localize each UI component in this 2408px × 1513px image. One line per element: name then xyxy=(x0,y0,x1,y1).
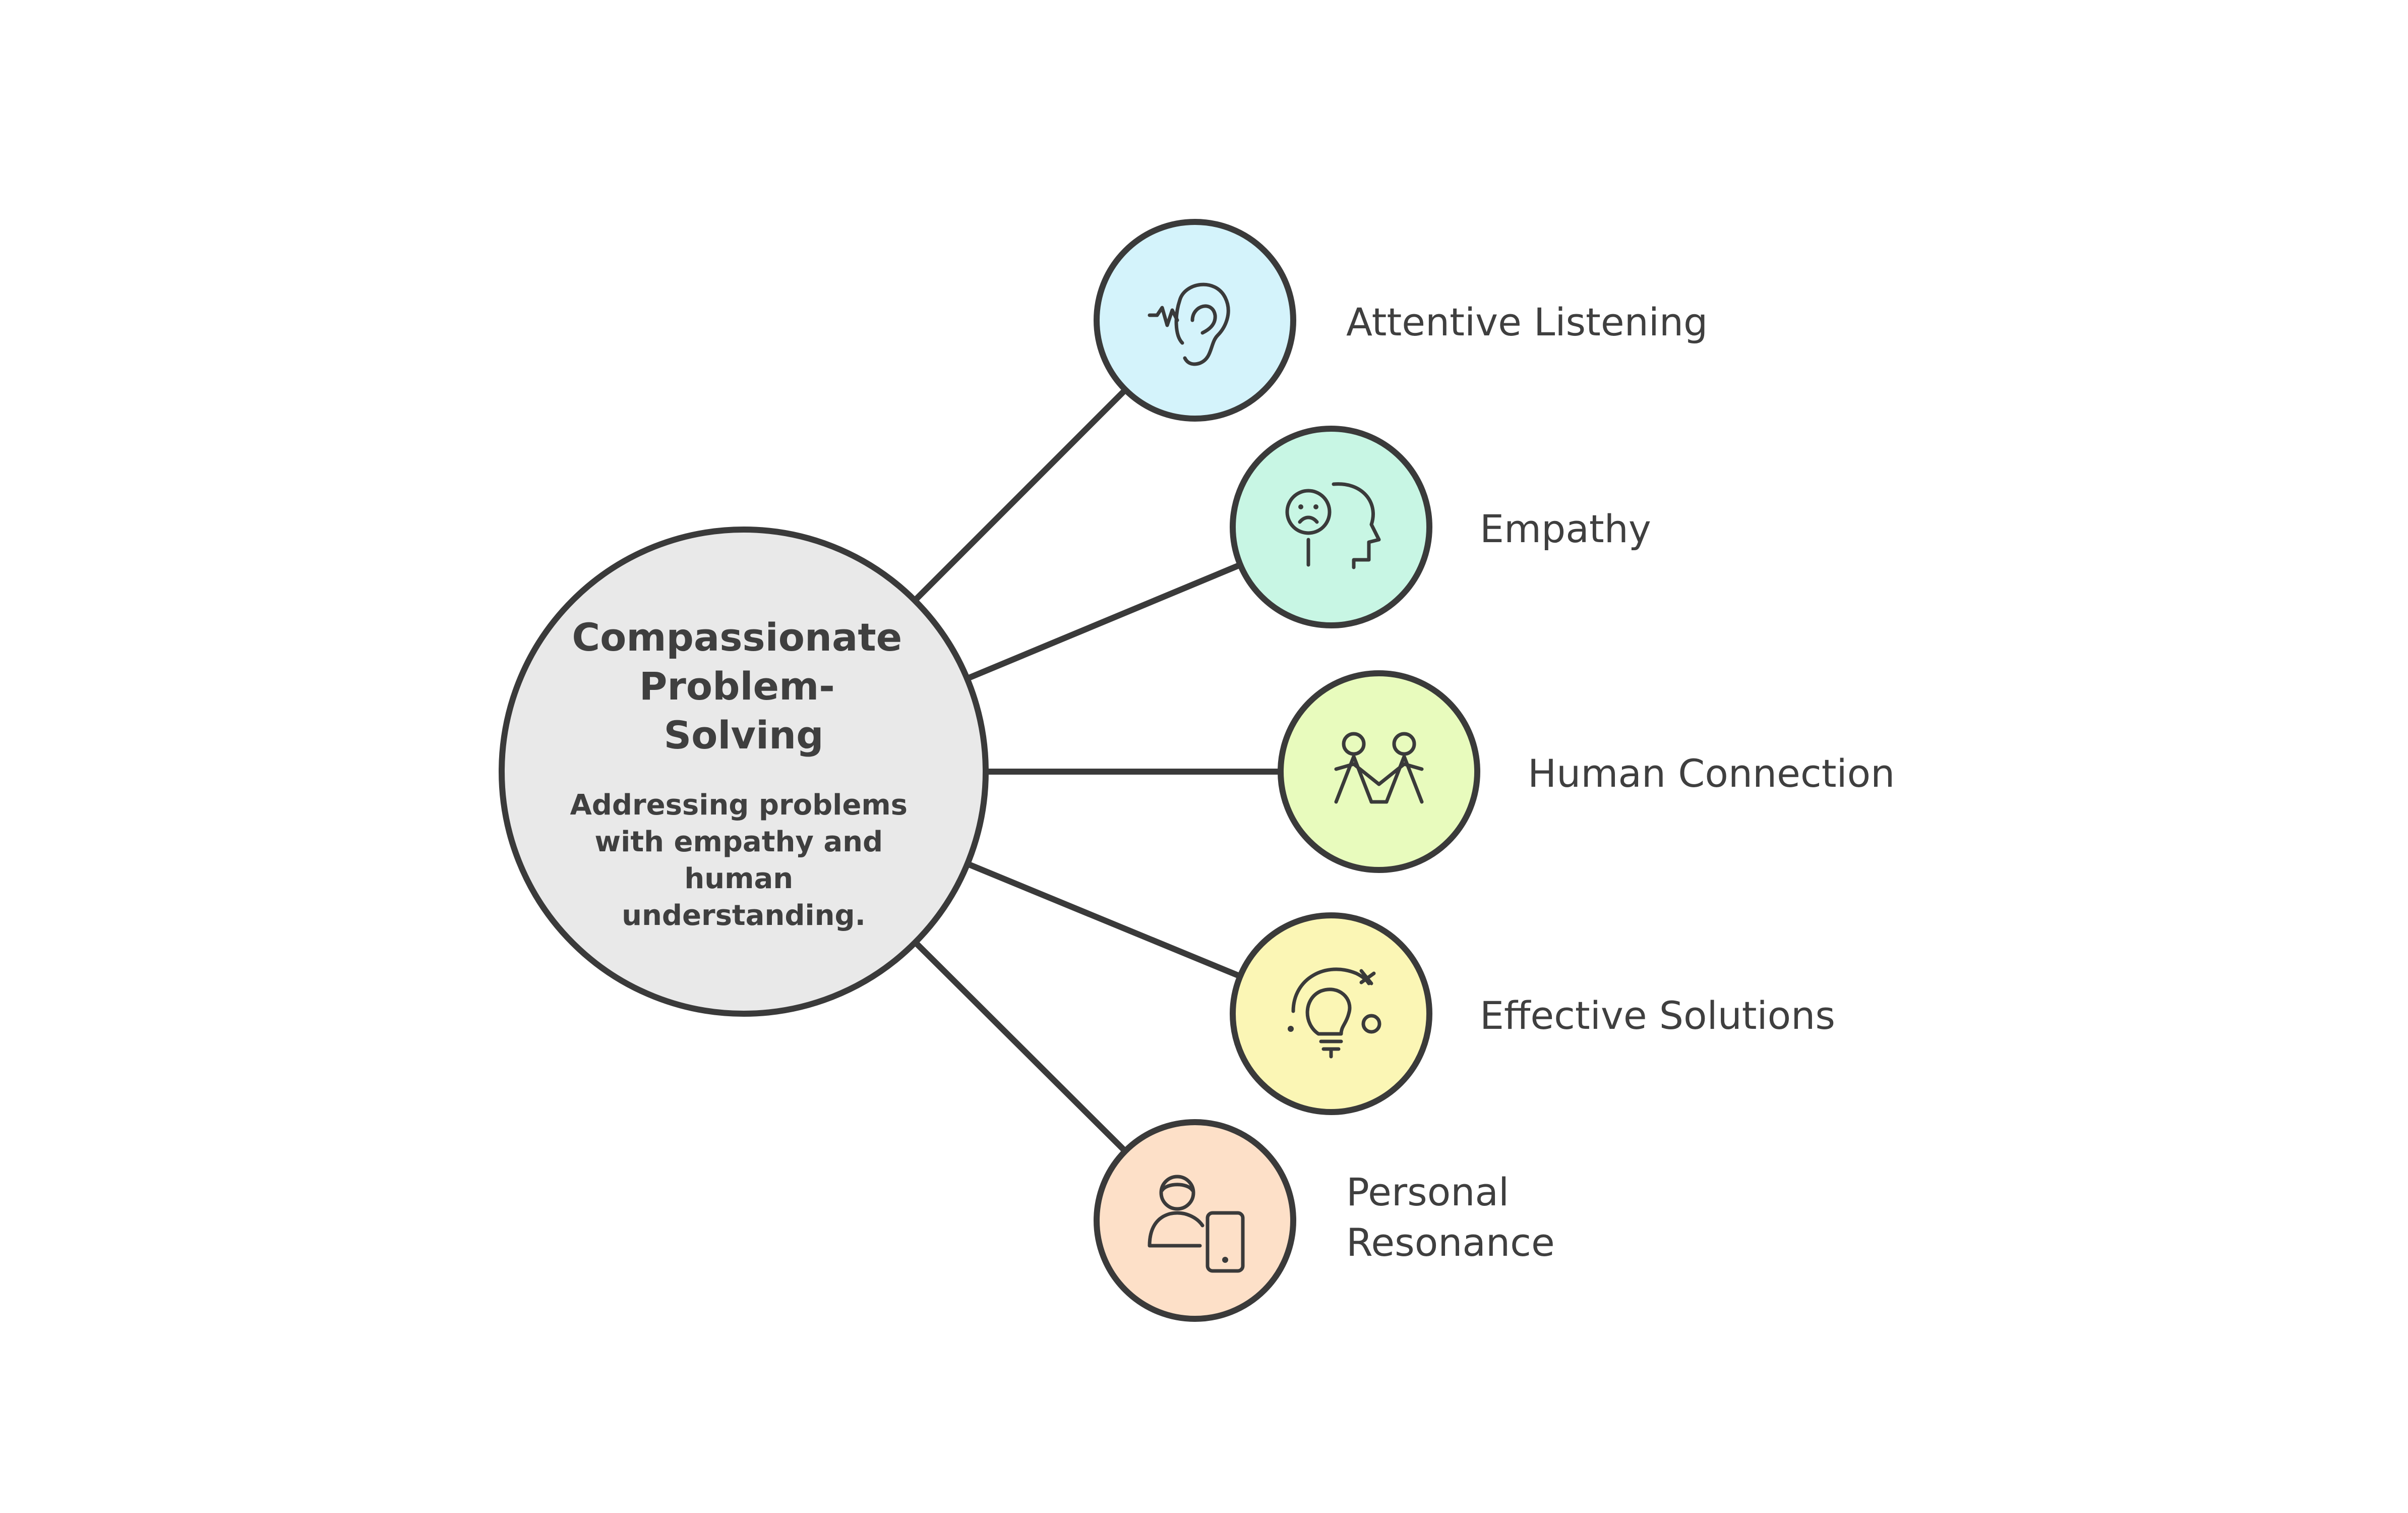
lightbulb-icon xyxy=(1288,967,1381,1059)
center-description: Addressing problems with empathy and hum… xyxy=(570,789,917,932)
center-title-line: Compassionate xyxy=(572,615,902,660)
branch-human-connection: Human Connection xyxy=(1278,670,1895,873)
center-circle xyxy=(499,527,989,1017)
center-node: Compassionate Problem- Solving Addressin… xyxy=(499,527,989,1017)
connector-line xyxy=(912,939,1128,1154)
branch-personal-resonance: Personal Resonance xyxy=(1094,1119,1555,1322)
person-with-phone-icon xyxy=(1148,1175,1245,1273)
branch-label: Personal Resonance xyxy=(1346,1170,1555,1265)
branch-effective-solutions: Effective Solutions xyxy=(1230,912,1835,1115)
branch-label: Effective Solutions xyxy=(1480,993,1835,1038)
branch-label-line: Resonance xyxy=(1346,1220,1555,1265)
connector-lines xyxy=(912,386,1284,1154)
branch-circle xyxy=(1094,219,1296,422)
branch-empathy: Empathy xyxy=(1230,426,1651,628)
center-description-line: human xyxy=(684,862,793,895)
branch-label-line: Human Connection xyxy=(1528,751,1895,796)
branch-circle xyxy=(1278,670,1480,873)
connector-line xyxy=(912,386,1129,604)
ear-icon xyxy=(1148,282,1230,366)
branch-label: Empathy xyxy=(1480,506,1651,551)
branch-circle xyxy=(1094,1119,1296,1322)
branch-label-line: Attentive Listening xyxy=(1346,300,1708,344)
center-description-line: understanding. xyxy=(622,899,866,932)
branch-label-line: Personal xyxy=(1346,1170,1509,1214)
branch-label: Attentive Listening xyxy=(1346,300,1708,344)
head-sad-face-icon xyxy=(1285,482,1381,569)
center-title: Compassionate Problem- Solving xyxy=(572,615,915,758)
center-description-line: Addressing problems xyxy=(570,789,908,822)
branch-label-line: Effective Solutions xyxy=(1480,993,1835,1038)
branch-label-line: Empathy xyxy=(1480,506,1651,551)
center-title-line: Solving xyxy=(664,713,823,758)
connector-line xyxy=(964,561,1243,682)
branch-attentive-listening: Attentive Listening xyxy=(1094,219,1708,422)
center-title-line: Problem- xyxy=(639,664,835,709)
people-holding-hands-icon xyxy=(1334,732,1424,804)
center-description-line: with empathy and xyxy=(594,826,883,858)
branch-label: Human Connection xyxy=(1528,751,1895,796)
connector-line xyxy=(964,860,1243,979)
branch-circle xyxy=(1230,912,1432,1115)
branch-circle xyxy=(1230,426,1432,628)
